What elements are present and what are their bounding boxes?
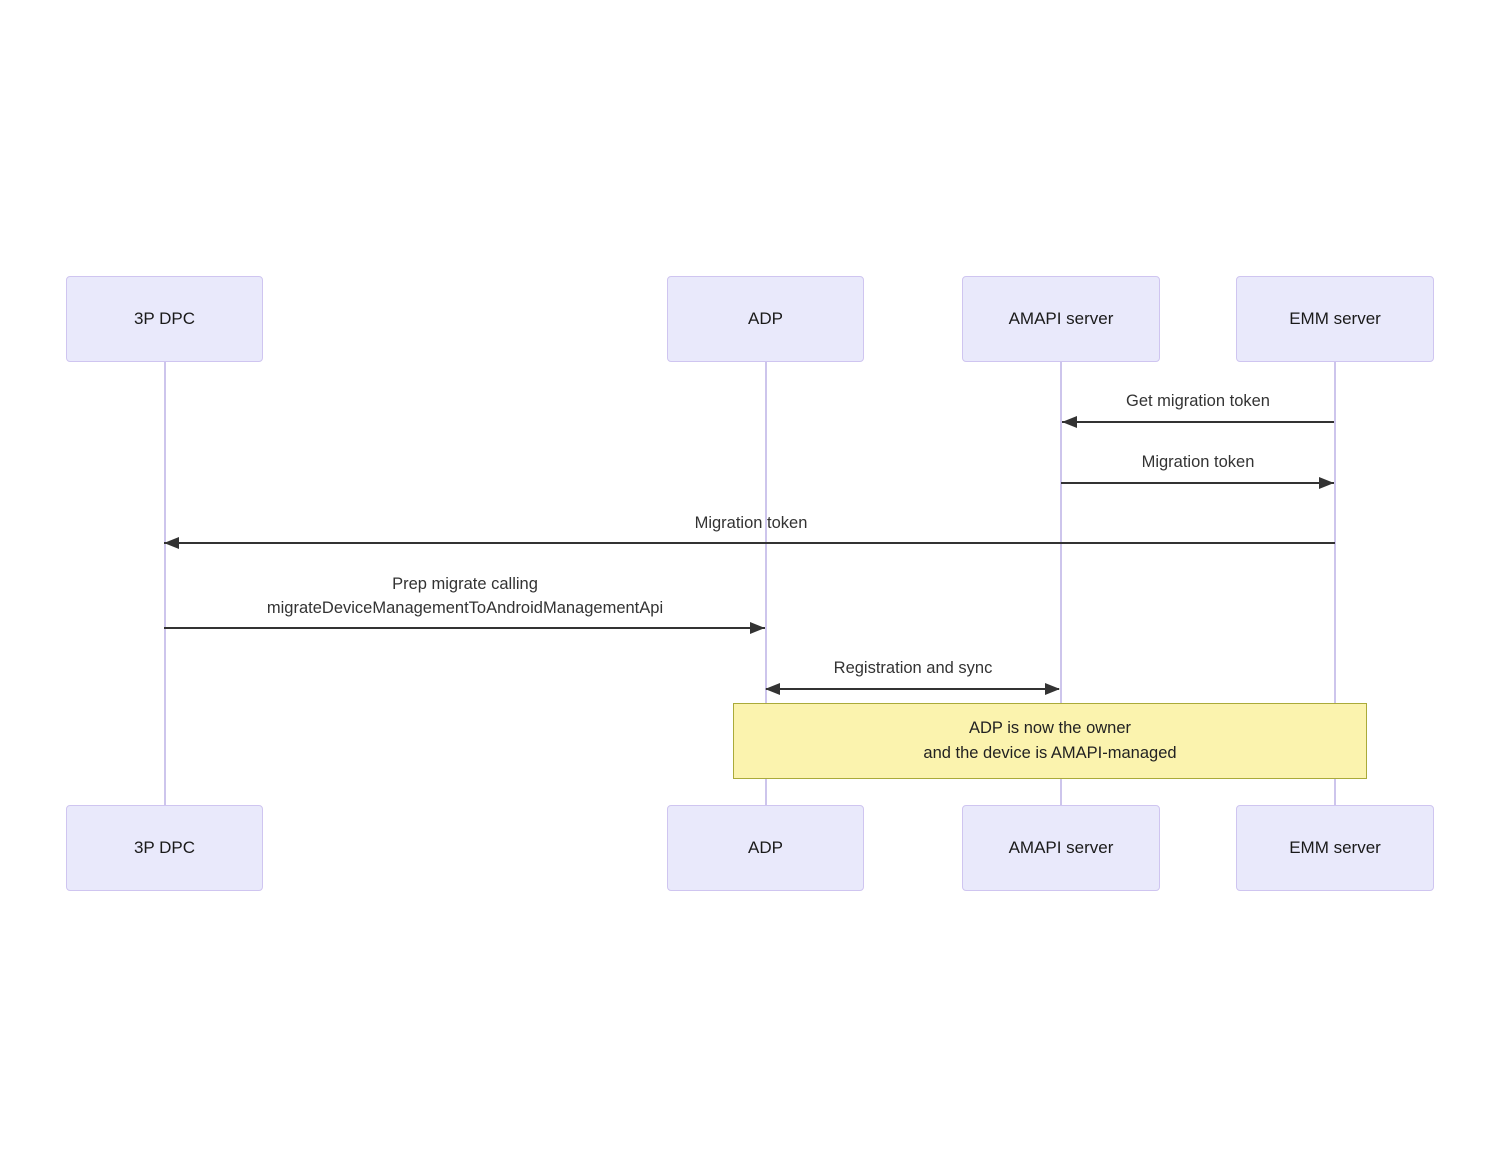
- actor-3p-dpc-top: 3P DPC: [66, 276, 263, 362]
- actor-label: AMAPI server: [1008, 309, 1114, 328]
- message-label-get-migration-token: Get migration token: [1126, 392, 1270, 410]
- actor-amapi-server-bottom: AMAPI server: [962, 805, 1160, 891]
- message-line: [164, 542, 1335, 544]
- message-label-registration-sync: Registration and sync: [833, 659, 993, 677]
- note-line2: and the device is AMAPI-managed: [923, 744, 1177, 762]
- message-label-migration-token-1: Migration token: [1141, 453, 1255, 471]
- lifeline-3p-dpc: [163, 362, 166, 805]
- actor-emm-server-bottom: EMM server: [1236, 805, 1434, 891]
- actor-amapi-server-top: AMAPI server: [962, 276, 1160, 362]
- actor-3p-dpc-bottom: 3P DPC: [66, 805, 263, 891]
- message-line: [1062, 421, 1334, 423]
- arrowhead-left-icon: [164, 537, 179, 549]
- note-line1: ADP is now the owner: [968, 719, 1132, 737]
- message-label-prep-migrate: Prep migrate calling migrateDeviceManage…: [267, 572, 663, 620]
- actor-label: 3P DPC: [133, 838, 196, 857]
- actor-emm-server-top: EMM server: [1236, 276, 1434, 362]
- actor-label: 3P DPC: [133, 309, 196, 328]
- message-line: [766, 688, 1059, 690]
- actor-adp-top: ADP: [667, 276, 864, 362]
- arrowhead-right-icon: [750, 622, 765, 634]
- message-label-line2: migrateDeviceManagementToAndroidManageme…: [266, 599, 664, 617]
- actor-label: AMAPI server: [1008, 838, 1114, 857]
- lifeline-emm-server: [1334, 362, 1336, 805]
- arrowhead-left-icon: [765, 683, 780, 695]
- actor-label: EMM server: [1289, 309, 1381, 328]
- note-adp-owner: ADP is now the owner and the device is A…: [733, 703, 1367, 779]
- arrowhead-left-icon: [1062, 416, 1077, 428]
- message-label-line1: Prep migrate calling: [392, 575, 538, 593]
- lifeline-adp: [764, 362, 767, 805]
- actor-label: ADP: [748, 309, 783, 328]
- message-label-migration-token-2: Migration token: [694, 514, 808, 532]
- actor-label: ADP: [748, 838, 783, 857]
- message-line: [164, 627, 765, 629]
- arrowhead-right-icon: [1319, 477, 1334, 489]
- arrowhead-right-icon: [1045, 683, 1060, 695]
- lifeline-amapi-server: [1060, 362, 1062, 805]
- actor-label: EMM server: [1289, 838, 1381, 857]
- actor-adp-bottom: ADP: [667, 805, 864, 891]
- message-line: [1061, 482, 1334, 484]
